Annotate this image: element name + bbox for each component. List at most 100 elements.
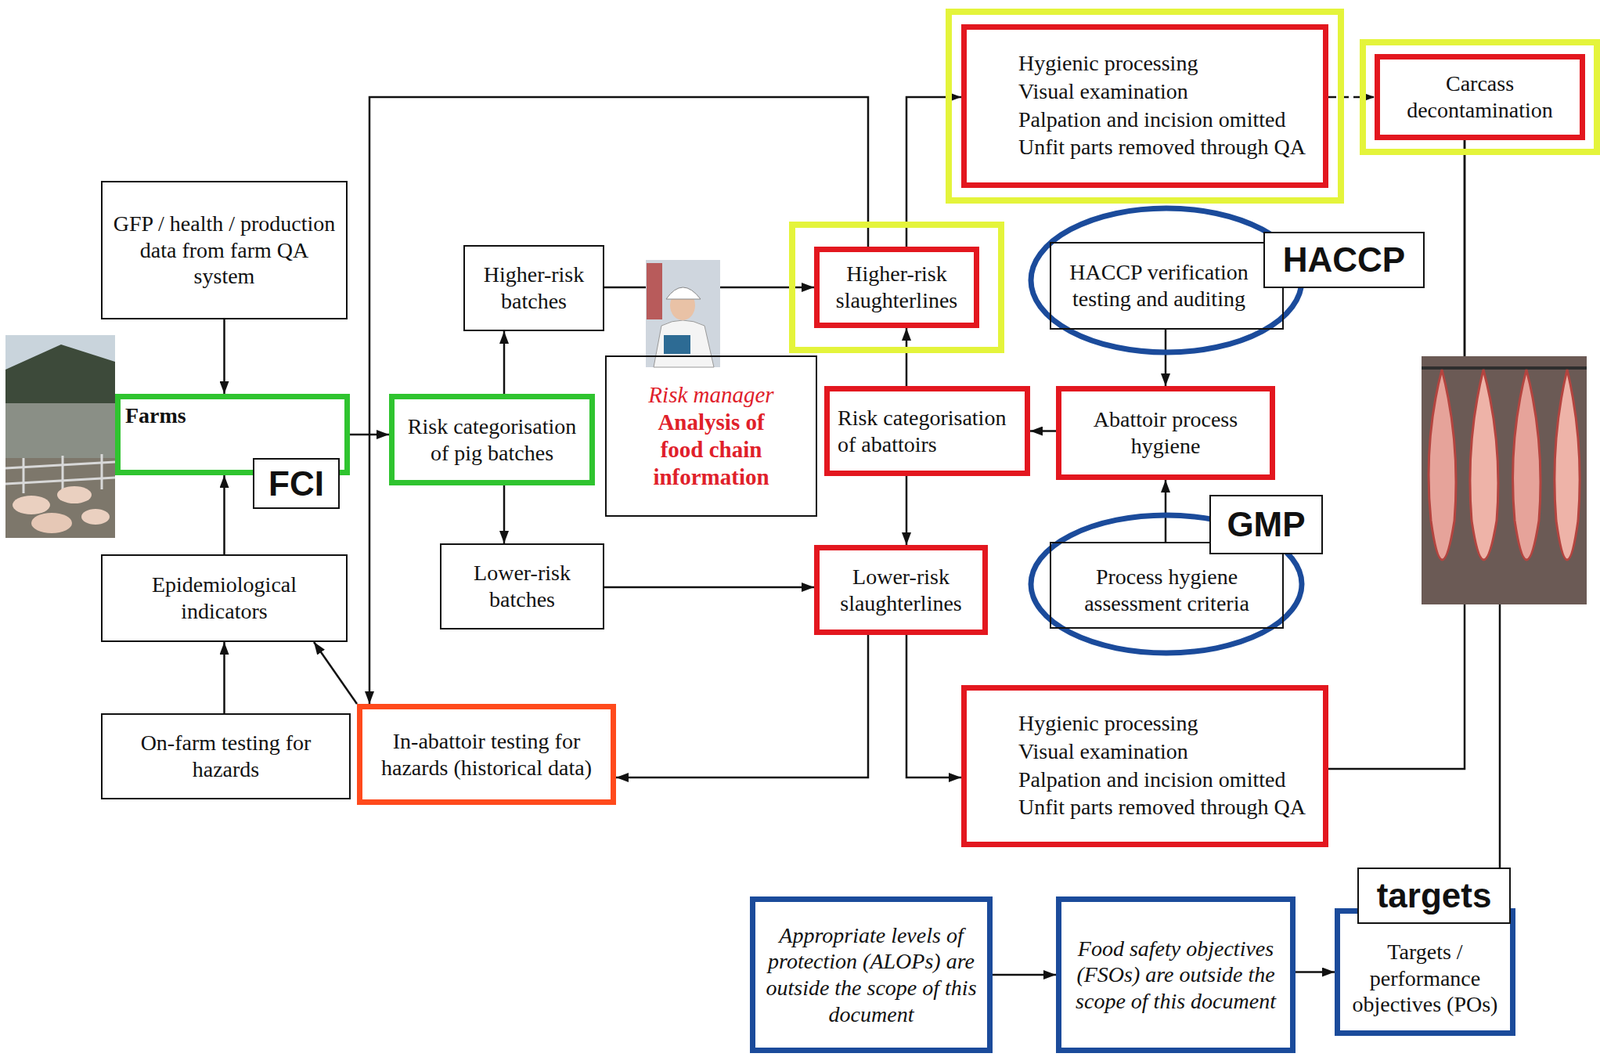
- node-text: Process hygiene assessment criteria: [1059, 563, 1275, 617]
- farm-photo: [5, 335, 116, 538]
- fence-post: [22, 457, 26, 494]
- carcass: [1470, 369, 1499, 560]
- highlight-ellipse: [1030, 208, 1302, 353]
- tag-label: targets: [1357, 867, 1511, 924]
- node-text: Analysis of food chain information: [637, 408, 786, 491]
- node-text: Epidemiological indicators: [110, 571, 339, 624]
- bullet-list: Hygienic processingVisual examinationPal…: [985, 709, 1316, 822]
- bullet-item: Visual examination: [1018, 78, 1316, 105]
- node-text: FCI: [263, 466, 329, 501]
- data-source-box: GFP / health / production data from farm…: [100, 180, 348, 320]
- hook-rail: [1421, 366, 1587, 370]
- testing-box: In-abattoir testing for hazards (histori…: [356, 703, 617, 805]
- farm-ground: [5, 457, 116, 538]
- measures-box: Hygienic processingVisual examinationPal…: [961, 684, 1329, 847]
- slaughterline-box: Higher-risk slaughterlines: [814, 246, 980, 328]
- node-text: HACCP verification testing and auditing: [1059, 259, 1259, 312]
- photo-ground: [645, 259, 721, 368]
- process-box: Risk categorisation of pig batches: [389, 393, 595, 486]
- flow-arrow: [503, 485, 506, 544]
- white-coat: [653, 320, 714, 368]
- measures-box: Hygienic processingVisual examinationPal…: [961, 24, 1329, 188]
- flow-arrow: [616, 634, 869, 778]
- carcass-photo: [1421, 356, 1587, 605]
- node-text: Appropriate levels of protection (ALOPs)…: [763, 922, 980, 1028]
- node-text: GFP / health / production data from farm…: [110, 210, 339, 290]
- barn-roof: [5, 344, 116, 414]
- flow-arrow: [905, 327, 909, 386]
- bullet-item: Hygienic processing: [1018, 709, 1316, 737]
- flow-arrow: [223, 641, 226, 714]
- node-text: Lower-risk slaughterlines: [827, 563, 975, 617]
- node-text: Higher-risk slaughterlines: [827, 260, 966, 314]
- indicator-box: Epidemiological indicators: [100, 554, 348, 642]
- node-text: Lower-risk batches: [449, 559, 595, 613]
- flow-arrow: [906, 634, 962, 778]
- flow-arrow: [1164, 329, 1168, 386]
- tag-label: FCI: [252, 457, 340, 509]
- bullet-item: Visual examination: [1018, 738, 1316, 765]
- verification-box: HACCP verification testing and auditing: [1049, 241, 1284, 330]
- target-box: Targets / performance objectives (POs): [1334, 908, 1516, 1036]
- flow-arrow: [223, 319, 226, 394]
- sky: [5, 335, 116, 538]
- process-box: Risk categorisation of abattoirs: [824, 385, 1031, 476]
- process-box: Carcass decontamination: [1374, 54, 1586, 141]
- node-text: targets: [1368, 878, 1500, 913]
- node-text: Risk manager: [614, 381, 808, 409]
- manager-box: Risk managerAnalysis of food chain infor…: [605, 355, 818, 517]
- carcass-background: [646, 263, 663, 320]
- node-text: Abattoir process hygiene: [1069, 406, 1262, 459]
- scope-box: Appropriate levels of protection (ALOPs)…: [749, 896, 993, 1053]
- hard-hat: [666, 287, 701, 300]
- node-text: On-farm testing for hazards: [110, 729, 342, 782]
- inspector-photo: [645, 259, 721, 368]
- node-text: Risk categorisation of abattoirs: [837, 404, 1017, 458]
- bullet-item: Palpation and incision omitted: [1018, 106, 1316, 134]
- criteria-box: Process hygiene assessment criteria: [1049, 541, 1284, 629]
- batch-box: Higher-risk batches: [463, 245, 605, 332]
- fence-rail: [5, 461, 116, 469]
- scope-box: Food safety objectives (FSOs) are outsid…: [1055, 896, 1296, 1053]
- node-text: Food safety objectives (FSOs) are outsid…: [1069, 935, 1283, 1015]
- node-text: In-abattoir testing for hazards (histori…: [370, 727, 603, 781]
- pig: [81, 508, 110, 525]
- bullet-item: Palpation and incision omitted: [1018, 766, 1316, 793]
- flow-arrow: [223, 475, 226, 555]
- flow-arrow: [905, 475, 909, 545]
- node-text: Targets / performance objectives (POs): [1347, 938, 1503, 1018]
- bullet-item: Unfit parts removed through QA: [1018, 133, 1316, 161]
- pig: [31, 512, 73, 534]
- flow-arrow: [313, 641, 357, 704]
- slaughterline-box: Lower-risk slaughterlines: [814, 544, 988, 635]
- flow-arrow: [369, 97, 869, 704]
- flow-arrow: [1030, 429, 1056, 433]
- flow-arrow: [604, 586, 815, 589]
- carcass: [1513, 369, 1541, 560]
- testing-box: On-farm testing for hazards: [100, 713, 351, 800]
- process-box: Abattoir process hygiene: [1055, 385, 1276, 480]
- flow-arrow: [906, 97, 962, 247]
- flow-arrow: [992, 973, 1056, 977]
- tablet: [663, 335, 691, 354]
- carcass: [1554, 369, 1580, 560]
- tag-label: HACCP: [1263, 231, 1425, 289]
- bullet-list: Hygienic processingVisual examinationPal…: [985, 50, 1316, 162]
- fence-post: [100, 454, 104, 490]
- node-text: GMP: [1220, 507, 1312, 542]
- node-text: Farms: [125, 402, 340, 429]
- fence-post: [61, 455, 65, 492]
- fence-rail: [5, 477, 116, 484]
- flow-arrow: [1328, 96, 1375, 99]
- pig: [12, 495, 51, 515]
- flow-arrow: [1164, 479, 1168, 542]
- barn-wall: [5, 403, 116, 458]
- node-text: Risk categorisation of pig batches: [402, 413, 582, 466]
- carcass: [1428, 369, 1456, 560]
- node-text: Higher-risk batches: [472, 261, 595, 314]
- bullet-item: Unfit parts removed through QA: [1018, 793, 1316, 821]
- flow-arrow: [1295, 970, 1335, 973]
- batch-box: Lower-risk batches: [439, 543, 605, 630]
- node-text: HACCP: [1274, 242, 1414, 278]
- tag-label: GMP: [1209, 494, 1323, 555]
